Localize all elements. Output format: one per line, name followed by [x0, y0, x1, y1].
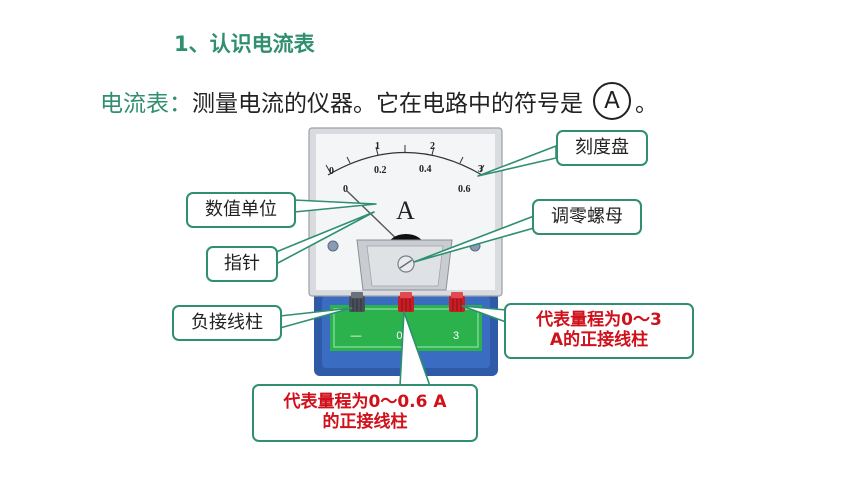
face-screw-left: [327, 240, 339, 252]
slide-heading: 1、认识电流表: [174, 32, 315, 56]
terminal-label-negative: —: [351, 330, 362, 342]
scale-top-0: 0: [329, 166, 334, 177]
callout-positive-06-line2: 的正接线柱: [322, 412, 408, 432]
terminal-negative: [349, 292, 365, 312]
unit-letter: A: [396, 196, 415, 225]
terminal-positive-3: [449, 292, 465, 312]
callout-positive-3: 代表量程为0～3 A的正接线柱: [504, 303, 694, 359]
scale-bottom-0: 0: [343, 184, 348, 195]
scale-ticks: [325, 145, 485, 173]
callout-positive-06-line1: 代表量程为0～0.6 A: [283, 392, 447, 413]
callout-positive-06: 代表量程为0～0.6 A 的正接线柱: [252, 384, 478, 442]
definition-term: 电流表: [100, 91, 169, 117]
definition-colon: ：: [169, 91, 192, 117]
callout-pointer: 指针: [206, 246, 278, 282]
callout-unit: 数值单位: [186, 192, 296, 228]
callout-zero-adjust: 调零螺母: [532, 199, 642, 235]
scale-bottom-02: 0.2: [374, 165, 387, 176]
pointer-needle: [345, 189, 405, 247]
callout-negative: 负接线柱: [172, 305, 282, 341]
zero-adjust-slot: [399, 259, 413, 269]
terminal-label-3: 3: [453, 330, 459, 342]
scale-arc: [327, 151, 483, 176]
scale-top-2: 2: [430, 141, 435, 152]
ammeter-definition: 电流表 ： 测量电流的仪器。它在电路中的符号是 A 。: [100, 82, 658, 120]
scale-bottom-04: 0.4: [419, 164, 432, 175]
scale-top-1: 1: [375, 141, 380, 152]
callout-dial: 刻度盘: [556, 130, 648, 166]
scale-top-3: 3: [478, 164, 483, 175]
terminal-positive-06: [398, 292, 414, 312]
callout-positive-3-line1: 代表量程为0～3: [536, 310, 662, 331]
definition-text: 测量电流的仪器。它在电路中的符号是: [192, 91, 583, 117]
ammeter-symbol: A: [593, 82, 631, 120]
scale-bottom-06: 0.6: [458, 184, 471, 195]
callout-positive-3-line2: A的正接线柱: [549, 330, 649, 350]
definition-end: 。: [635, 91, 658, 117]
